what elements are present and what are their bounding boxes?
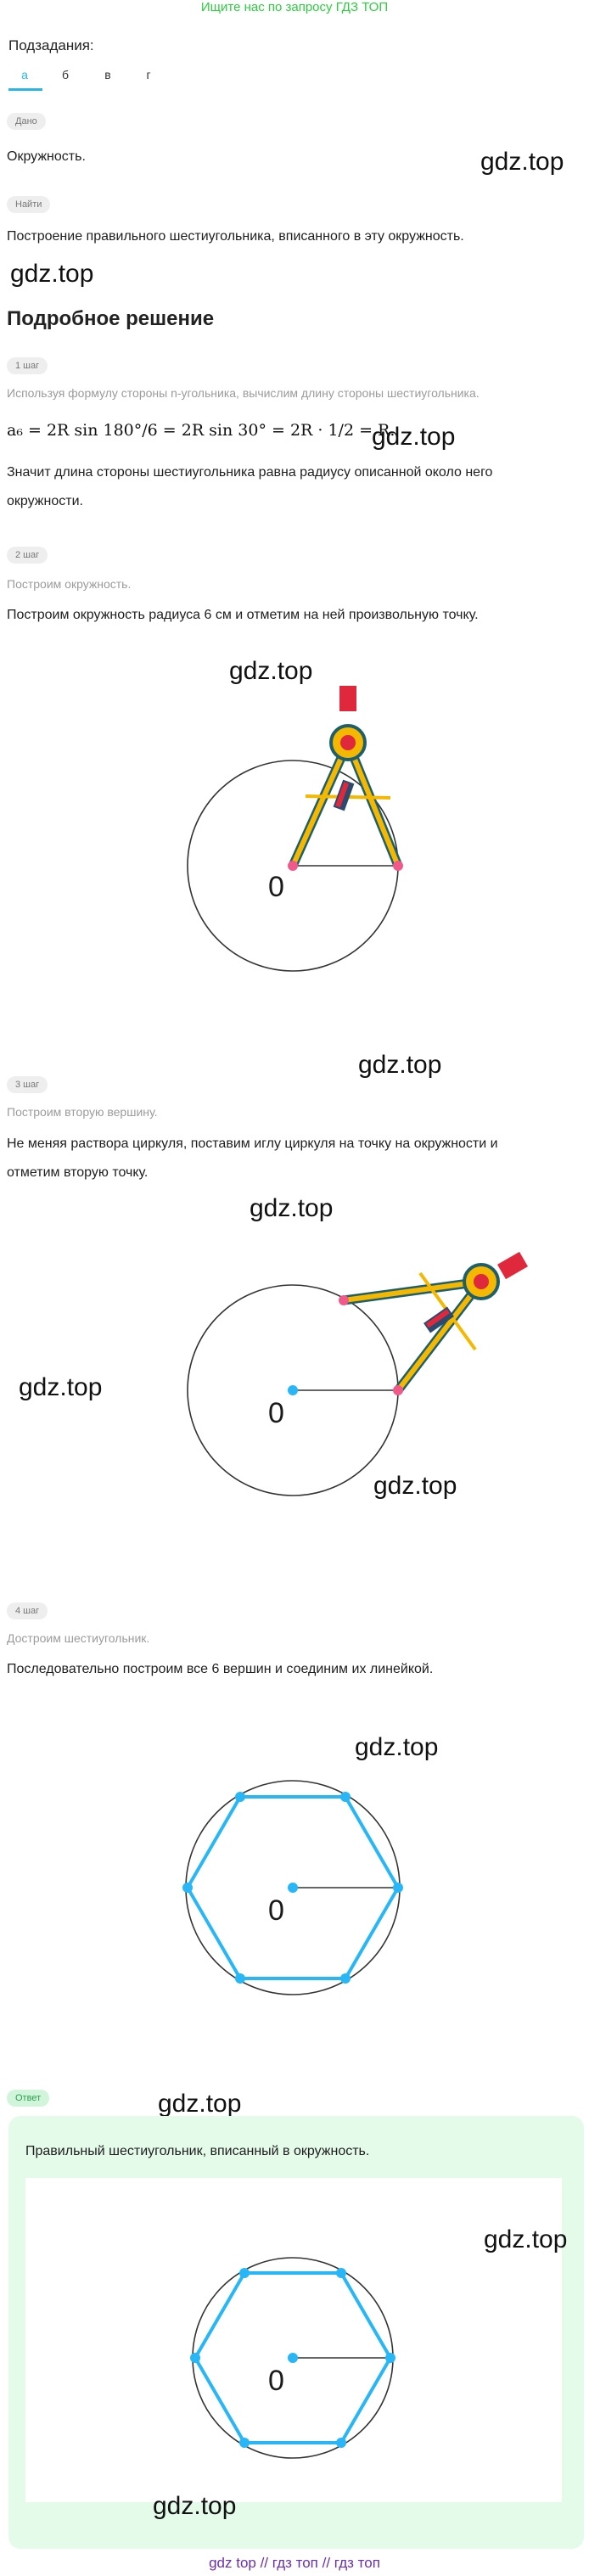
step-2-badge: 2 шаг [7, 547, 48, 564]
hexagon-vertex [336, 2438, 346, 2448]
center-point [288, 1385, 298, 1395]
step-2-figure [187, 686, 403, 972]
step-1-hint: Используя формулу стороны n-угольника, в… [7, 386, 480, 400]
step-2-hint: Построим окружность. [7, 577, 132, 591]
hexagon-vertex [239, 2438, 250, 2448]
watermark: gdz.top [480, 148, 564, 176]
watermark: gdz.top [372, 423, 456, 451]
step-3-figure [187, 1251, 528, 1496]
active-tab-indicator [8, 88, 42, 91]
circle-point [393, 1385, 403, 1395]
watermark: gdz.top [19, 1373, 103, 1401]
step-3-text-line1: Не меняя раствора циркуля, поставим иглу… [7, 1136, 498, 1151]
step-3-badge: 3 шаг [7, 1076, 48, 1093]
find-text: Построение правильного шестиугольника, в… [7, 229, 464, 244]
center-point [288, 861, 298, 871]
hexagon-vertex [239, 2268, 250, 2278]
hexagon-vertex [385, 2353, 395, 2363]
step-4-figure [182, 1780, 403, 1995]
watermark: gdz.top [355, 1733, 439, 1761]
hexagon-vertex [336, 2268, 346, 2278]
circle-point [393, 861, 403, 871]
step-1-text-line1: Значит длина стороны шестиугольника равн… [7, 465, 493, 480]
step-3-hint: Построим вторую вершину. [7, 1105, 158, 1119]
subtasks-label: Подзадания: [8, 37, 94, 53]
watermark: gdz.top [153, 2492, 237, 2520]
step-1-text-line2: окружности. [7, 494, 83, 508]
center-point [288, 2353, 298, 2363]
answer-text: Правильный шестиугольник, вписанный в ок… [25, 2144, 370, 2158]
hexagon-vertex [393, 1883, 403, 1893]
answer-figure-panel [25, 2178, 562, 2502]
watermark: gdz.top [358, 1051, 442, 1079]
step-4-badge: 4 шаг [7, 1602, 48, 1619]
step-1-badge: 1 шаг [7, 357, 48, 374]
center-label: 0 [268, 1894, 284, 1927]
step-4-hint: Достроим шестиугольник. [7, 1631, 150, 1645]
compass-icon [288, 686, 403, 871]
watermark: gdz.top [373, 1472, 457, 1500]
hexagon-vertex [340, 1792, 351, 1802]
hexagon-vertex [235, 1973, 245, 1984]
given-text: Окружность. [7, 149, 86, 164]
step-1-formula: a₆ = 2R sin 180°/6 = 2R sin 30° = 2R · 1… [7, 421, 395, 440]
watermark: gdz.top [158, 2090, 242, 2118]
footer-links[interactable]: gdz top // гдз топ // гдз топ [209, 2555, 380, 2571]
answer-figure [190, 2257, 395, 2459]
center-label: 0 [268, 871, 284, 903]
watermark: gdz.top [250, 1194, 334, 1222]
answer-badge: Ответ [7, 2090, 50, 2107]
given-badge: Дано [7, 113, 46, 130]
search-hint-link[interactable]: Ищите нас по запросу ГДЗ ТОП [200, 0, 389, 14]
center-label: 0 [268, 2365, 284, 2397]
second-vertex-point [339, 1295, 349, 1305]
step-2-text: Построим окружность радиуса 6 см и отмет… [7, 608, 479, 622]
solution-title: Подробное решение [7, 307, 215, 330]
hexagon-vertex [182, 1883, 193, 1893]
center-label: 0 [268, 1397, 284, 1429]
watermark: gdz.top [484, 2225, 568, 2253]
tab-b[interactable]: б [61, 68, 70, 81]
compass-icon [339, 1251, 528, 1395]
hexagon-vertex [190, 2353, 200, 2363]
hexagon-vertex [235, 1792, 245, 1802]
watermark: gdz.top [229, 657, 313, 685]
tab-v[interactable]: в [104, 68, 111, 81]
hexagon-vertex [340, 1973, 351, 1984]
find-badge: Найти [7, 196, 51, 213]
step-3-text-line2: отметим вторую точку. [7, 1165, 149, 1180]
tab-g[interactable]: г [146, 68, 151, 81]
tab-a[interactable]: а [21, 68, 28, 81]
center-point [288, 1883, 298, 1893]
step-4-text: Последовательно построим все 6 вершин и … [7, 1662, 434, 1676]
watermark: gdz.top [10, 260, 94, 288]
